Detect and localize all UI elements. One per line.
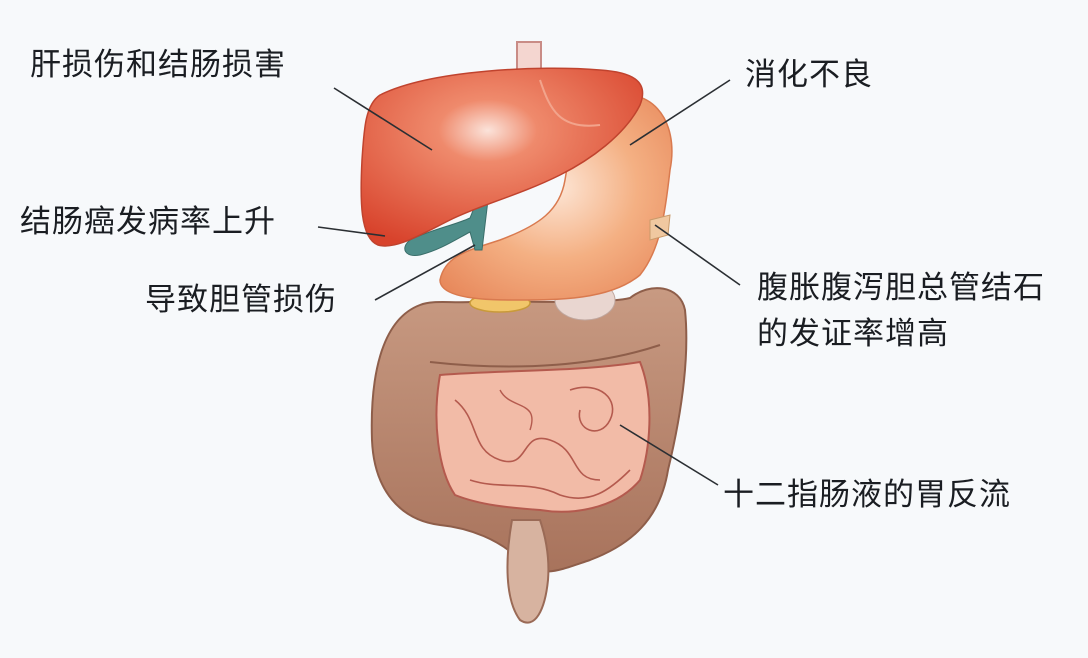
rectum: [506, 519, 550, 624]
label-duodenal-reflux: 十二指肠液的胃反流: [723, 477, 1011, 513]
leader-line-colon-cancer: [317, 226, 386, 237]
esophagus: [516, 41, 542, 73]
label-indigestion: 消化不良: [745, 57, 873, 93]
leader-line-bloating: [654, 224, 741, 286]
label-bile-duct-injury: 导致胆管损伤: [145, 282, 337, 318]
liver: [360, 67, 644, 247]
label-bloating-gallstones: 腹胀腹泻胆总管结石的发证率增高: [757, 270, 1045, 352]
label-liver-damage: 肝损伤和结肠损害: [30, 47, 286, 83]
leader-lines: [317, 79, 741, 486]
stomach: [439, 94, 673, 301]
small-intestine: [435, 360, 651, 513]
gallbladder: [404, 197, 489, 257]
leader-line-liver: [333, 87, 433, 151]
label-colon-cancer-rate: 结肠癌发病率上升: [20, 204, 276, 240]
leader-line-reflux: [619, 424, 719, 486]
leader-line-indigestion: [629, 79, 731, 146]
leader-line-bile-duct: [374, 244, 476, 301]
